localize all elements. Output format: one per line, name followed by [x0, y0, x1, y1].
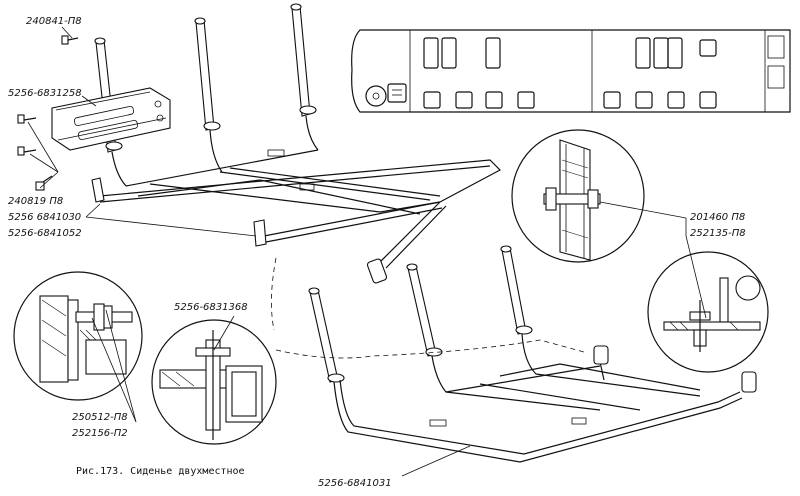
label-frame-bottom: 5256-6841031 [318, 478, 392, 489]
figure-caption: Рис.173. Сиденье двухместное [76, 466, 245, 477]
detail-circle-left [13, 271, 143, 401]
label-detail-left-2: 252156-П2 [72, 428, 128, 439]
upper-seat-frame [91, 3, 501, 284]
label-detail-left-1: 250512-П8 [72, 412, 128, 423]
lower-seat-frame [308, 245, 757, 463]
detail-circle-lower [151, 319, 277, 445]
label-detail-right-1: 201460 П8 [690, 212, 746, 223]
label-bracket: 5256-6831258 [8, 88, 82, 99]
label-bolts-bottom: 240819 П8 [8, 196, 64, 207]
leader-lines [27, 26, 707, 477]
detail-circle-upper [511, 129, 645, 263]
bolts [17, 35, 79, 191]
label-frame-a: 5256 6841030 [8, 212, 82, 223]
label-detail-right-2: 252135-П8 [690, 228, 746, 239]
bus-plan-view [351, 29, 791, 113]
label-frame-b: 5256-6841052 [8, 228, 82, 239]
bracket-plate [51, 87, 171, 151]
label-bolt-top: 240841-П8 [26, 16, 82, 27]
detail-circle-right [647, 251, 769, 373]
label-detail-left-bracket: 5256-6831368 [174, 302, 248, 313]
